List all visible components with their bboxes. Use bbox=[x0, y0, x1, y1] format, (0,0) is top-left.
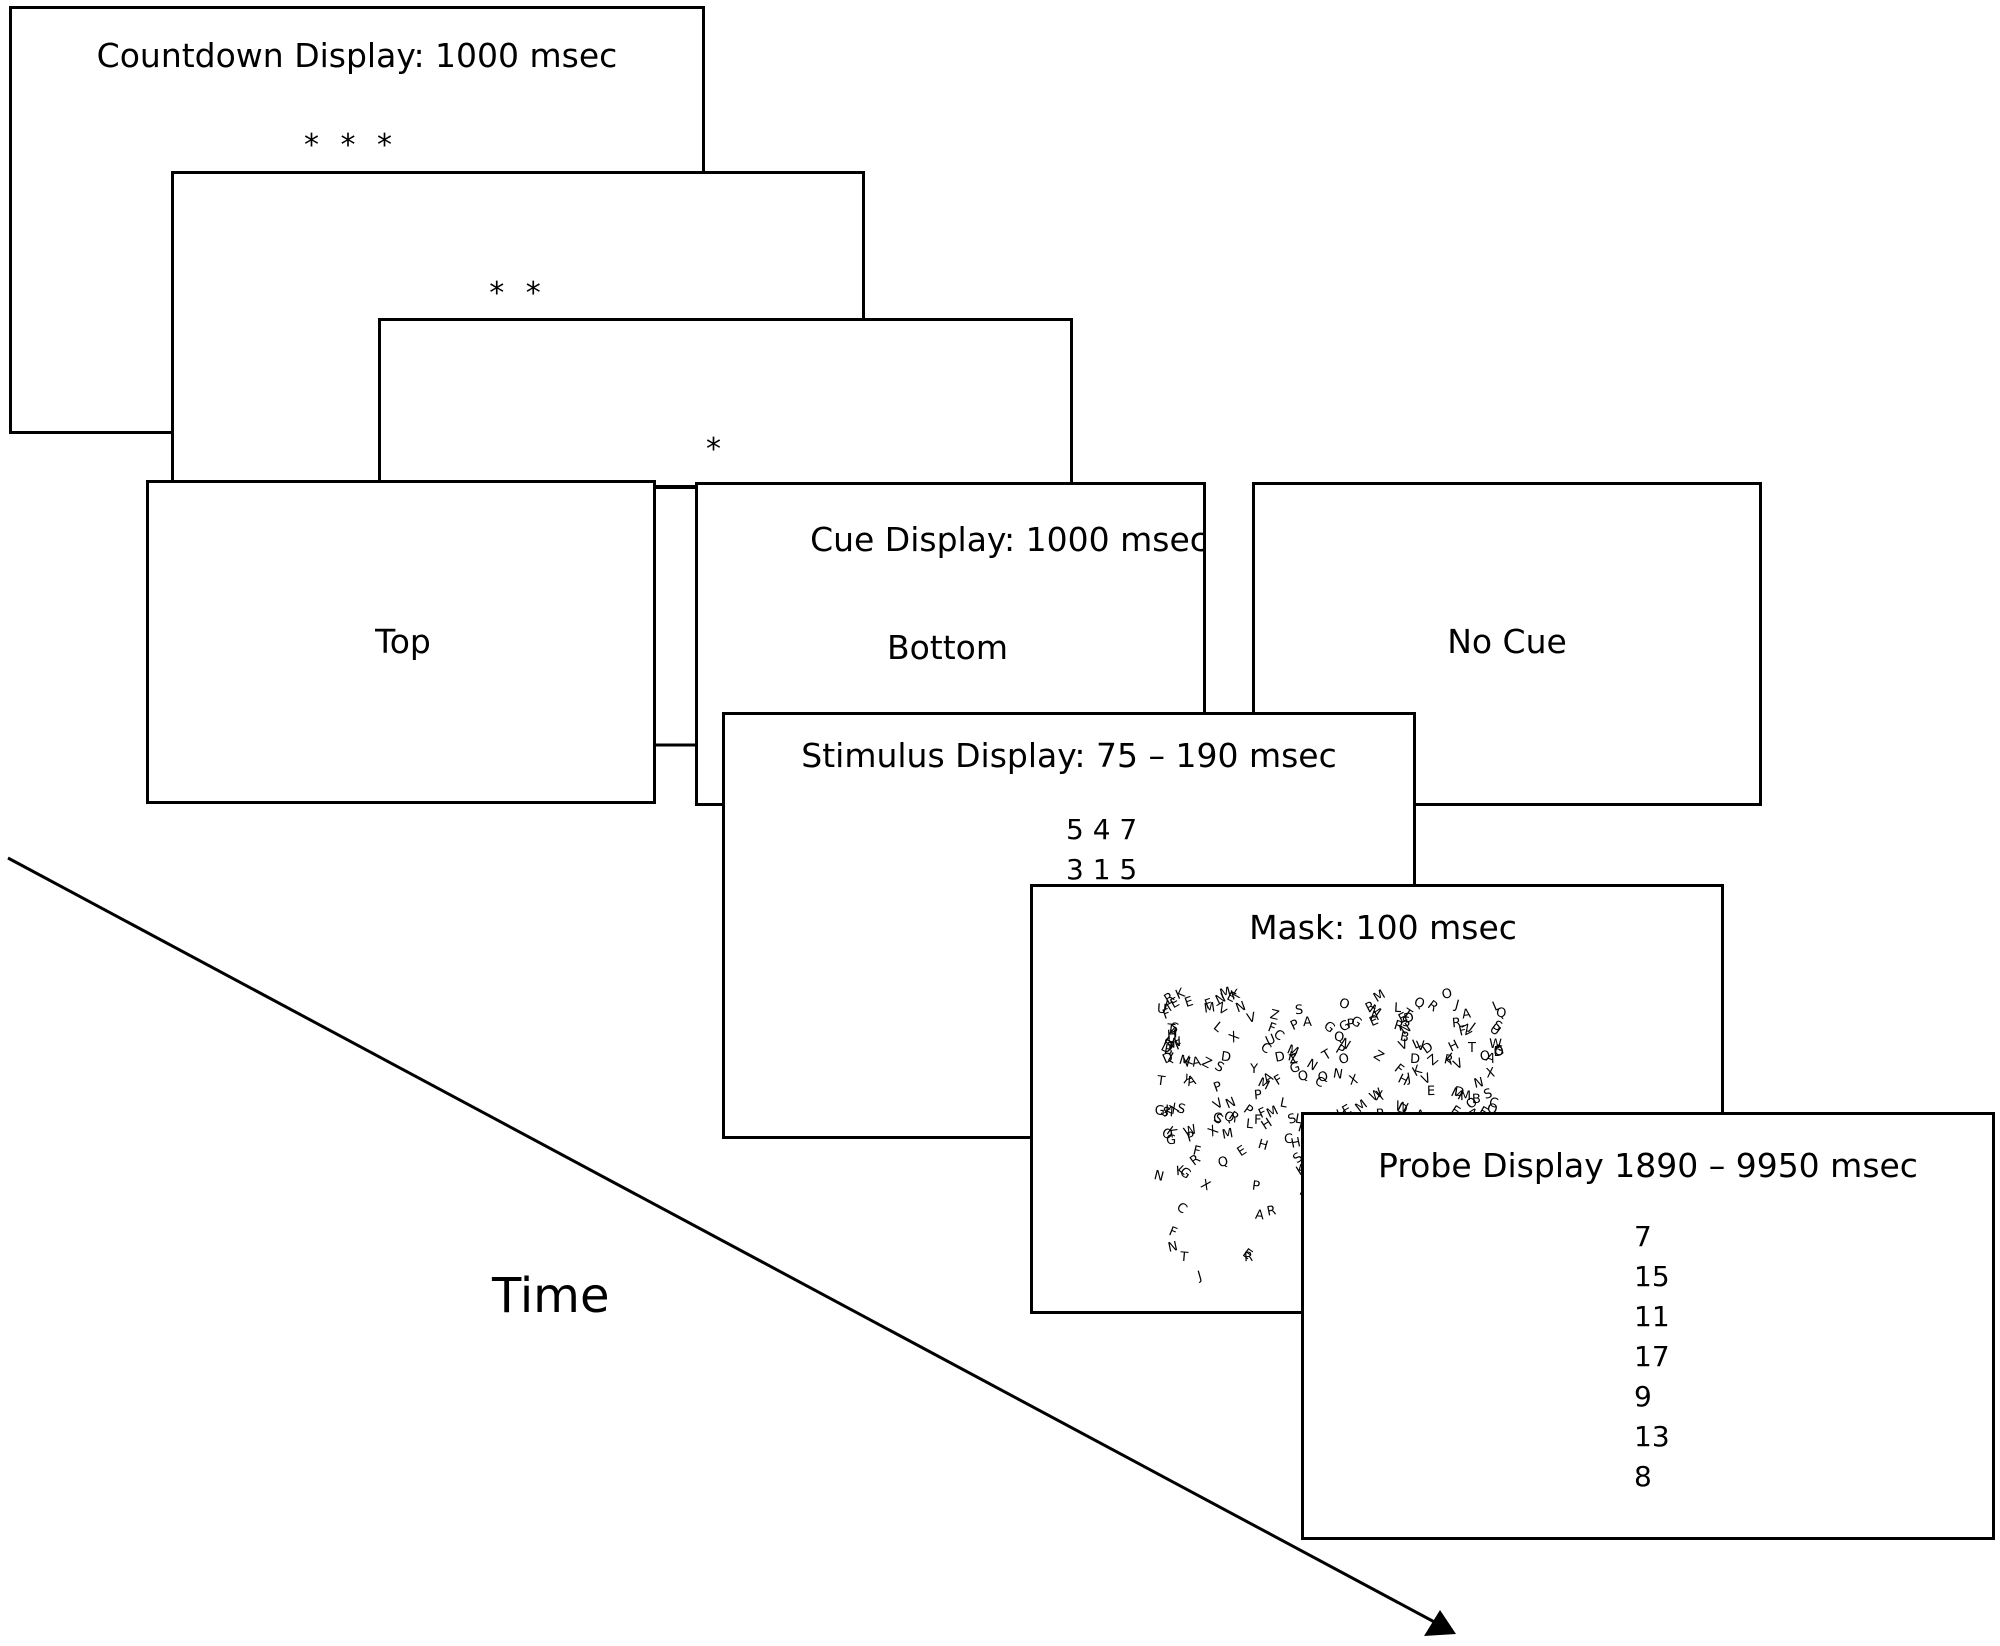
time-label: Time bbox=[492, 1268, 610, 1324]
mask-letter: V bbox=[1419, 1070, 1434, 1089]
mask-letter: D bbox=[1493, 1045, 1504, 1060]
mask-letter: Z bbox=[1199, 1054, 1214, 1072]
mask-letter: A bbox=[1461, 1005, 1473, 1023]
countdown-stars-3: * * * bbox=[303, 128, 399, 163]
mask-letter: J bbox=[1196, 1268, 1204, 1284]
probe-item: 7 bbox=[1634, 1220, 1652, 1253]
countdown-stars-1: * bbox=[706, 432, 727, 467]
mask-letter: C bbox=[1311, 1073, 1327, 1092]
mask-letter: D bbox=[1402, 1009, 1416, 1027]
probe-item: 13 bbox=[1634, 1420, 1670, 1453]
cue-option-no-cue: No Cue bbox=[1447, 622, 1567, 661]
probe-item: 9 bbox=[1634, 1380, 1652, 1413]
mask-letter: L bbox=[1209, 1019, 1226, 1037]
mask-letter: D bbox=[1219, 1049, 1232, 1066]
mask-letter: X bbox=[1374, 1088, 1385, 1105]
mask-letter: T bbox=[1468, 1041, 1476, 1057]
mask-letter: E bbox=[1427, 1084, 1436, 1100]
mask-letter: F bbox=[1191, 1143, 1202, 1160]
probe-frame: Probe Display 1890 – 9950 msec 7 15 11 1… bbox=[1301, 1112, 1995, 1540]
stimulus-row-1: 5 4 7 bbox=[1066, 813, 1138, 846]
probe-item: 17 bbox=[1634, 1340, 1670, 1373]
stimulus-title: Stimulus Display: 75 – 190 msec bbox=[801, 736, 1337, 775]
mask-letter: X bbox=[1347, 1072, 1360, 1089]
probe-item: 11 bbox=[1634, 1300, 1670, 1333]
mask-letter: T bbox=[1179, 1250, 1189, 1266]
stimulus-digits: 5 4 7 3 1 5 bbox=[1066, 810, 1137, 890]
mask-letter: A bbox=[1254, 1207, 1265, 1224]
mask-letter: X bbox=[1205, 1123, 1222, 1141]
mask-letter: F bbox=[1166, 1223, 1180, 1241]
probe-list: 7 15 11 17 9 13 8 bbox=[1634, 1217, 1670, 1497]
probe-title: Probe Display 1890 – 9950 msec bbox=[1378, 1146, 1918, 1185]
mask-letter: C bbox=[1283, 1131, 1294, 1148]
mask-letter: V bbox=[1415, 1038, 1426, 1054]
mask-letter: E bbox=[1182, 994, 1196, 1012]
mask-letter: Y bbox=[1250, 1061, 1259, 1078]
mask-letter: L bbox=[1278, 1094, 1289, 1112]
mask-letter: U bbox=[1156, 1001, 1168, 1018]
mask-letter: N bbox=[1166, 1238, 1180, 1256]
mask-letter: R bbox=[1424, 997, 1441, 1015]
cue-title: Cue Display: 1000 msec bbox=[810, 520, 1208, 559]
cue-frame-top: Top bbox=[146, 480, 656, 804]
countdown-stars-2: * * bbox=[489, 276, 547, 311]
mask-letter: T bbox=[1319, 1046, 1334, 1064]
mask-letter: M bbox=[1460, 1088, 1472, 1104]
mask-letter: A bbox=[1302, 1014, 1312, 1031]
mask-letter: J bbox=[1453, 997, 1462, 1014]
mask-letter: C bbox=[1257, 1040, 1274, 1058]
mask-letter: M bbox=[1220, 1126, 1235, 1144]
mask-letter: X bbox=[1198, 1177, 1214, 1195]
mask-letter: O bbox=[1440, 985, 1455, 1003]
mask-letter: P bbox=[1288, 1017, 1302, 1035]
mask-letter: X bbox=[1226, 1028, 1243, 1046]
mask-letter: L bbox=[1393, 1000, 1402, 1016]
mask-letter: P bbox=[1211, 1078, 1224, 1096]
mask-letter: P bbox=[1240, 1101, 1256, 1119]
mask-letter: D bbox=[1273, 1049, 1287, 1067]
mask-letter: N bbox=[1331, 1065, 1344, 1083]
mask-letter: R bbox=[1265, 1203, 1278, 1221]
mask-letter: S bbox=[1489, 1018, 1505, 1036]
cue-option-top: Top bbox=[375, 622, 431, 661]
mask-letter: R bbox=[1451, 1015, 1462, 1032]
probe-item: 15 bbox=[1634, 1260, 1670, 1293]
mask-letter: W bbox=[1181, 1122, 1200, 1142]
countdown-title: Countdown Display: 1000 msec bbox=[96, 36, 618, 75]
mask-letter: Q bbox=[1216, 1154, 1230, 1172]
cue-option-bottom: Bottom bbox=[886, 628, 1009, 667]
mask-letter: T bbox=[1155, 1073, 1166, 1090]
mask-letter: S bbox=[1294, 1002, 1304, 1018]
mask-letter: N bbox=[1233, 998, 1248, 1016]
mask-letter: N bbox=[1152, 1167, 1166, 1185]
time-arrowhead bbox=[1424, 1610, 1456, 1636]
mask-letter: C bbox=[1173, 1199, 1190, 1218]
mask-letter: E bbox=[1234, 1143, 1250, 1161]
countdown-frame-3: * bbox=[378, 318, 1073, 488]
mask-letter: X bbox=[1484, 1065, 1497, 1082]
probe-item: 8 bbox=[1634, 1460, 1652, 1493]
mask-letter: Z bbox=[1370, 1047, 1386, 1066]
mask-letter: C bbox=[1211, 1110, 1223, 1126]
mask-letter: P bbox=[1250, 1178, 1261, 1195]
mask-letter: W bbox=[1167, 1034, 1184, 1053]
mask-letter: H bbox=[1255, 1137, 1270, 1155]
mask-letter: O bbox=[1336, 996, 1352, 1014]
